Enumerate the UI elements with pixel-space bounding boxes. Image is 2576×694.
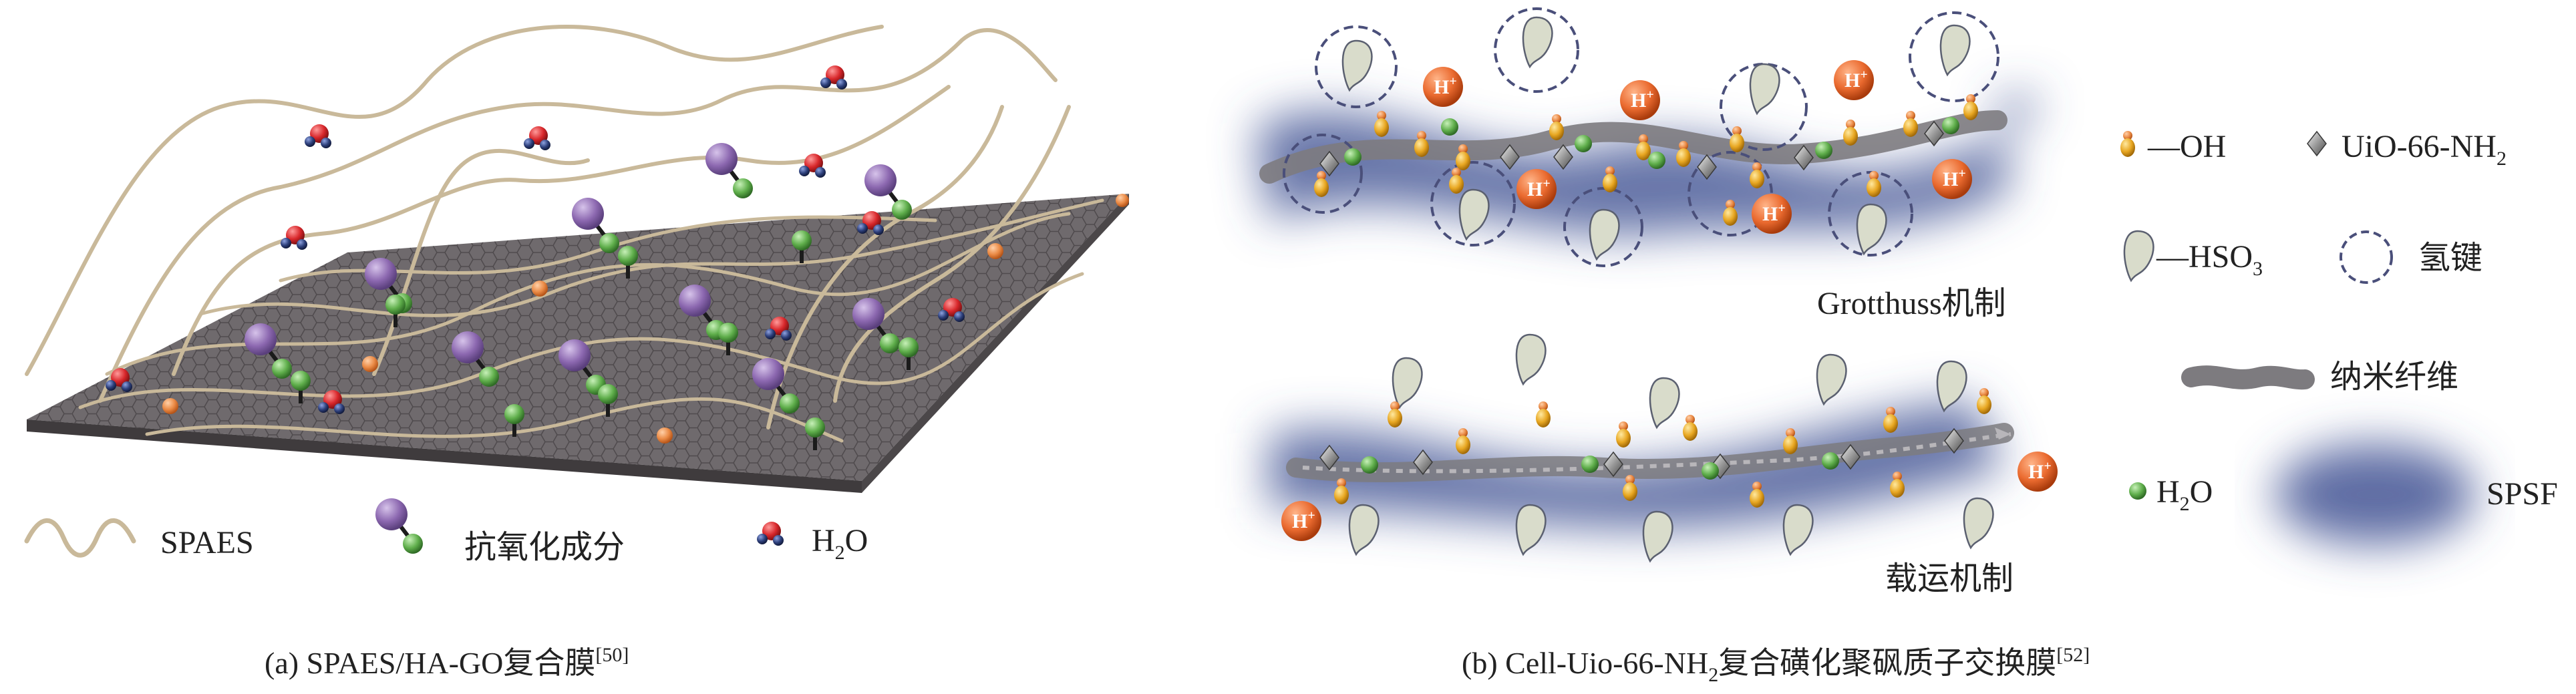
proton: H+ (1423, 67, 1463, 107)
hydrogen-bond-circles (1283, 7, 1999, 267)
legend-hbond-icon (2340, 230, 2393, 284)
caption-a: (a) SPAES/HA-GO复合膜[50] (265, 644, 629, 680)
legend-uio-icon (2307, 131, 2327, 156)
legend-oh-icon (2120, 131, 2135, 157)
spsf-cloud-bottom (1269, 401, 2004, 529)
legend-oh-label: —OH (2147, 129, 2226, 164)
legend-water-label-b: H2O (2156, 474, 2213, 515)
legend-antioxidant-icon (375, 498, 423, 554)
legend-spsf-icon (2275, 444, 2475, 544)
panel-a-legend: SPAES 抗氧化成分 H2O (24, 498, 868, 565)
legend-water-label: H2O (812, 523, 868, 564)
proton: H+ (2018, 452, 2058, 492)
proton: H+ (1281, 501, 1321, 541)
protons: H+ H+ H+ H+ H+ H+ (1281, 60, 2058, 541)
panel-b-legend: —OH UiO-66-NH2 —HSO3 氢键 纳米纤维 H2O SPSF (2120, 129, 2558, 544)
legend-fiber-label: SPAES (160, 525, 254, 560)
proton: H+ (1932, 159, 1972, 199)
legend-hso3-icon (2123, 230, 2154, 282)
transport-arrow-head (1995, 427, 2011, 440)
svg-text:H+: H+ (1762, 201, 1786, 225)
legend-uio-label: UiO-66-NH2 (2342, 129, 2507, 170)
svg-text:H+: H+ (1844, 67, 1868, 92)
svg-text:H+: H+ (2028, 459, 2052, 483)
legend-nanofiber-label: 纳米纤维 (2330, 359, 2458, 395)
vehicle-mechanism-label: 载运机制 (1885, 561, 2014, 596)
legend-antioxidant-label: 抗氧化成分 (464, 530, 625, 565)
caption-b: (b) Cell-Uio-66-NH2复合磺化聚砜质子交换膜[52] (1462, 644, 2090, 686)
legend-hbond-label: 氢键 (2418, 240, 2482, 276)
spsf-cloud-top (1256, 96, 2038, 236)
legend-water-icon (757, 522, 784, 546)
grotthuss-mechanism-label: Grotthuss机制 (1817, 286, 2006, 321)
legend-hso3-label: —HSO3 (2156, 239, 2263, 280)
svg-text:H+: H+ (1292, 508, 1315, 532)
svg-text:H+: H+ (1631, 88, 1654, 112)
legend-nanofiber-icon (2181, 365, 2315, 390)
panel-a-diagram (25, 25, 1129, 493)
svg-text:H+: H+ (1943, 166, 1966, 190)
legend-water-icon-b (2129, 482, 2146, 500)
legend-fiber-icon (24, 518, 136, 558)
membrane-dots (162, 194, 1129, 444)
svg-text:H+: H+ (1527, 176, 1551, 200)
nanofiber-top (1259, 110, 2007, 184)
proton: H+ (1834, 60, 1874, 100)
legend-spsf-label: SPSF (2486, 476, 2558, 512)
proton: H+ (1752, 194, 1792, 234)
membrane-sheet (27, 194, 1129, 493)
svg-text:H+: H+ (1434, 74, 1457, 98)
panel-b-diagram: H+ H+ H+ H+ H+ H+ (1256, 7, 2058, 596)
proton: H+ (1516, 169, 1557, 209)
proton: H+ (1620, 80, 1660, 120)
